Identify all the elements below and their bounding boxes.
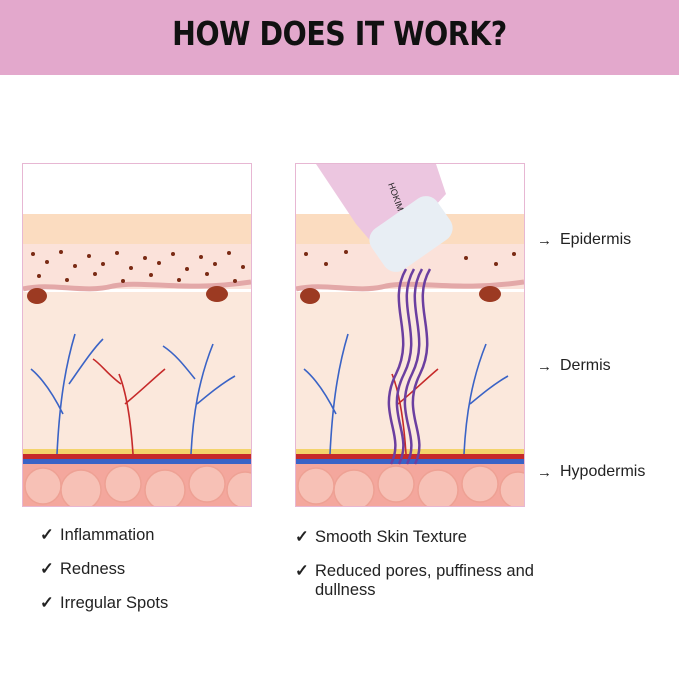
check-icon: ✓ <box>40 594 54 612</box>
list-item: ✓Irregular Spots <box>40 594 169 612</box>
blood-vessels <box>30 333 236 455</box>
list-item: ✓Inflammation <box>40 526 155 544</box>
layer-label-epidermis: → Epidermis <box>537 231 631 249</box>
skin-before-svg <box>23 164 251 506</box>
check-icon: ✓ <box>295 528 309 546</box>
skin-after-illustration: HOKIM <box>295 163 525 507</box>
layer-label-text: Hypodermis <box>560 463 646 480</box>
check-icon: ✓ <box>295 562 309 580</box>
check-icon: ✓ <box>40 526 54 544</box>
before-issues-list: ✓Inflammation ✓Redness ✓Irregular Spots <box>40 526 168 628</box>
layer-label-text: Dermis <box>560 357 611 374</box>
skin-after-svg: HOKIM <box>296 164 524 506</box>
melanocytes <box>27 286 228 304</box>
list-item: ✓Reduced pores, puffiness and dullness <box>295 562 534 599</box>
stratum-layer <box>23 214 251 244</box>
skin-before-illustration <box>22 163 252 507</box>
arrow-right-icon: → <box>537 463 552 481</box>
layer-label-text: Epidermis <box>560 231 632 248</box>
layer-label-hypodermis: → Hypodermis <box>537 463 645 481</box>
arrow-right-icon: → <box>537 231 552 249</box>
list-item: ✓Redness <box>40 560 126 578</box>
microcurrent-waves <box>387 268 432 465</box>
layer-label-dermis: → Dermis <box>537 357 611 375</box>
roller-device: HOKIM <box>316 164 453 272</box>
pigment-spots <box>31 250 245 283</box>
dermis-layer <box>23 292 251 452</box>
check-icon: ✓ <box>40 560 54 578</box>
after-benefits-list: ✓Smooth Skin Texture ✓Reduced pores, puf… <box>295 528 555 615</box>
list-item: ✓Smooth Skin Texture <box>295 528 467 546</box>
arrow-right-icon: → <box>537 357 552 375</box>
page-title: HOW DOES IT WORK? <box>172 14 507 53</box>
header-banner: HOW DOES IT WORK? <box>0 0 679 75</box>
